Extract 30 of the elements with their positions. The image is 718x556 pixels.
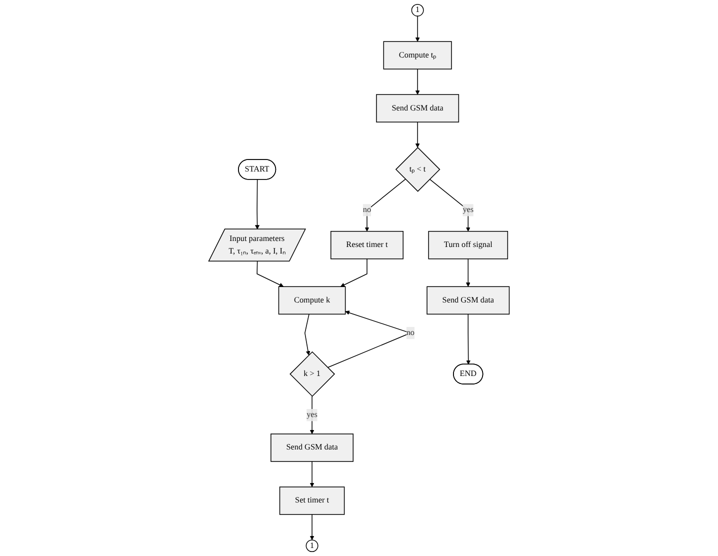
arrow: [304, 314, 310, 356]
arrow: [340, 258, 368, 287]
node-box: Send GSM data: [270, 434, 354, 462]
arrow: [310, 396, 314, 434]
arrow: [429, 178, 470, 232]
node-circle: 1: [411, 4, 424, 16]
arrow: [256, 261, 284, 287]
node-circle: 1: [306, 540, 318, 552]
node-box: Turn off signal: [428, 230, 508, 260]
arrow: [364, 178, 406, 232]
arrow: [415, 68, 420, 95]
edge-label: yes: [462, 206, 474, 214]
arrow: [310, 514, 314, 540]
arrow: [415, 16, 420, 42]
edge-label: yes: [306, 410, 318, 420]
arrow: [310, 461, 314, 488]
edge-label: no: [362, 206, 372, 214]
node-box: Reset timer t: [330, 230, 404, 260]
node-box: Send GSM data: [426, 286, 510, 315]
edge-label: no: [406, 328, 415, 338]
node-diamond: tₚ < t: [395, 147, 440, 192]
node-box: Compute tₚ: [383, 41, 452, 70]
arrow: [466, 314, 471, 365]
node-diamond: k > 1: [290, 351, 335, 397]
arrow: [415, 122, 420, 148]
node-box: Set timer t: [279, 486, 345, 515]
node-box: Compute k: [278, 286, 346, 315]
arrow: [255, 179, 260, 230]
node-box: Send GSM data: [376, 94, 460, 122]
arrow: [466, 258, 470, 287]
